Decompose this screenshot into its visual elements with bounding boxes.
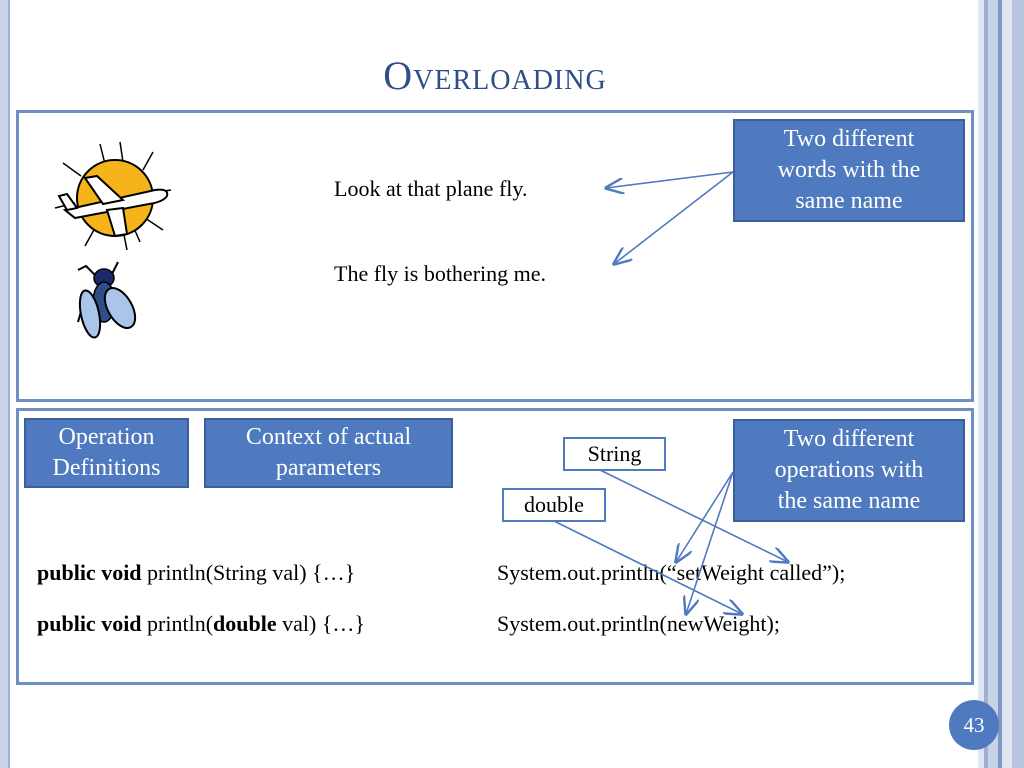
left-decorative-rail [0,0,10,768]
label-line: Definitions [52,455,161,481]
arrow-double-to-call [553,520,742,614]
callout-line: Two different [783,426,915,452]
callout-line: words with the [777,157,921,183]
page-number-badge: 43 [949,700,999,750]
right-decorative-rails [978,0,1024,768]
sentence-fly-bothering: The fly is bothering me. [334,261,547,286]
label-line: Context of actual [245,424,412,450]
label-line: Operation [58,424,155,450]
definition-signature: println(String val) {…} [141,560,356,585]
sentence-plane-fly: Look at that plane fly. [334,176,528,201]
label-string-type: String [563,437,666,471]
definition-println-string: public void println(String val) {…} [37,560,355,586]
callout-line: operations with [774,457,924,483]
label-context-actual-parameters: Context of actual parameters [204,418,453,488]
callout-two-different-operations: Two different operations with the same n… [733,419,965,522]
keyword-public-void: public void [37,560,142,585]
callout-line: the same name [777,488,921,514]
arrow-to-fly-noun [614,171,734,264]
label-double-type: double [502,488,606,522]
arrow-string-to-call [599,469,788,562]
label-line: parameters [275,455,382,481]
slide-title: Overloading [383,53,607,98]
arrow-op-to-call1 [676,471,734,562]
definition-println-double: public void println(double val) {…} [37,611,365,637]
definition-signature: println( [141,611,214,636]
callout-line: Two different [783,126,915,152]
arrow-to-plane-fly [606,171,734,188]
call-println-setweight: System.out.println(“setWeight called”); [497,560,846,585]
definition-signature: val) {…} [276,611,365,636]
arrow-op-to-call2 [686,471,734,614]
fly-insect-icon [77,261,137,339]
keyword-public-void: public void [37,611,142,636]
label-operation-definitions: Operation Definitions [24,418,189,488]
keyword-double: double [213,611,277,636]
sun-plane-icon [54,141,172,251]
callout-line: same name [795,188,903,214]
callout-two-different-words: Two different words with the same name [733,119,965,222]
